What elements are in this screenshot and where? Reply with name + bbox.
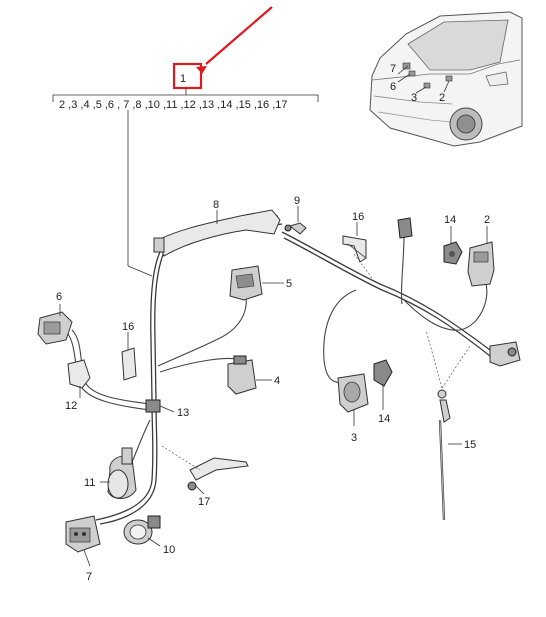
callout-16-upper: 16	[352, 211, 364, 223]
callout-5: 5	[286, 278, 292, 290]
part-10-ring	[123, 515, 161, 545]
red-arrowhead	[196, 66, 207, 74]
inset-label-7: 7	[390, 63, 396, 75]
callout-9: 9	[294, 195, 300, 207]
part-5-connector	[229, 265, 263, 301]
callout-8: 8	[213, 199, 219, 211]
callout-10: 10	[163, 544, 175, 556]
callout-11: 11	[84, 477, 95, 489]
callout-4: 4	[274, 375, 280, 387]
part-14-connector-upper	[443, 241, 463, 265]
callout-labels: 8 9 16 14 2 5 4 3 14 15 6 16 12 13 11 17…	[56, 195, 490, 583]
callout-14-lower: 14	[378, 413, 390, 425]
callout-7: 7	[86, 571, 92, 583]
part-16-bracket-upper	[342, 235, 367, 263]
callout-6: 6	[56, 291, 62, 303]
part-7-connector	[65, 515, 101, 553]
part-13-grommet	[145, 399, 161, 413]
part-2-connector	[467, 241, 495, 287]
part-16-bracket-lower	[121, 347, 137, 381]
part-17-bolt-clip	[161, 445, 249, 491]
main-part-number: 1	[180, 73, 186, 85]
part-9-clip	[284, 222, 307, 235]
callout-2: 2	[484, 214, 490, 226]
highlight-box	[172, 62, 203, 90]
callout-13: 13	[177, 407, 189, 419]
inset-label-2: 2	[439, 92, 445, 104]
part-15-sensor	[437, 389, 451, 521]
callout-12: 12	[65, 400, 77, 412]
car-inset: 7 6 3 2	[369, 11, 523, 147]
part-4-connector	[227, 355, 257, 395]
part-6-connector	[37, 311, 73, 345]
callout-3: 3	[351, 432, 357, 444]
inset-label-3: 3	[411, 92, 417, 104]
part-14-connector-lower	[373, 359, 393, 387]
inset-label-6: 6	[390, 81, 396, 93]
callout-15: 15	[464, 439, 476, 451]
part-11-housing	[107, 447, 137, 499]
red-pointer-line	[205, 6, 273, 65]
callout-17: 17	[198, 496, 210, 508]
subparts-list: 2 ,3 ,4 ,5 ,6 , 7 ,8 ,10 ,11 ,12 ,13 ,14…	[59, 99, 288, 111]
part-12-clip	[67, 359, 91, 389]
leader-lines	[59, 206, 488, 567]
header-bracket: 1 2 ,3 ,4 ,5 ,6 , 7 ,8 ,10 ,11 ,12 ,13 ,…	[52, 6, 319, 277]
part-right-end-connector	[489, 341, 521, 367]
callout-14-upper: 14	[444, 214, 456, 226]
callout-16-lower: 16	[122, 321, 134, 333]
part-top-connector	[397, 217, 413, 239]
part-8-cable-sleeve	[153, 209, 281, 257]
part-3-connector	[337, 373, 369, 413]
